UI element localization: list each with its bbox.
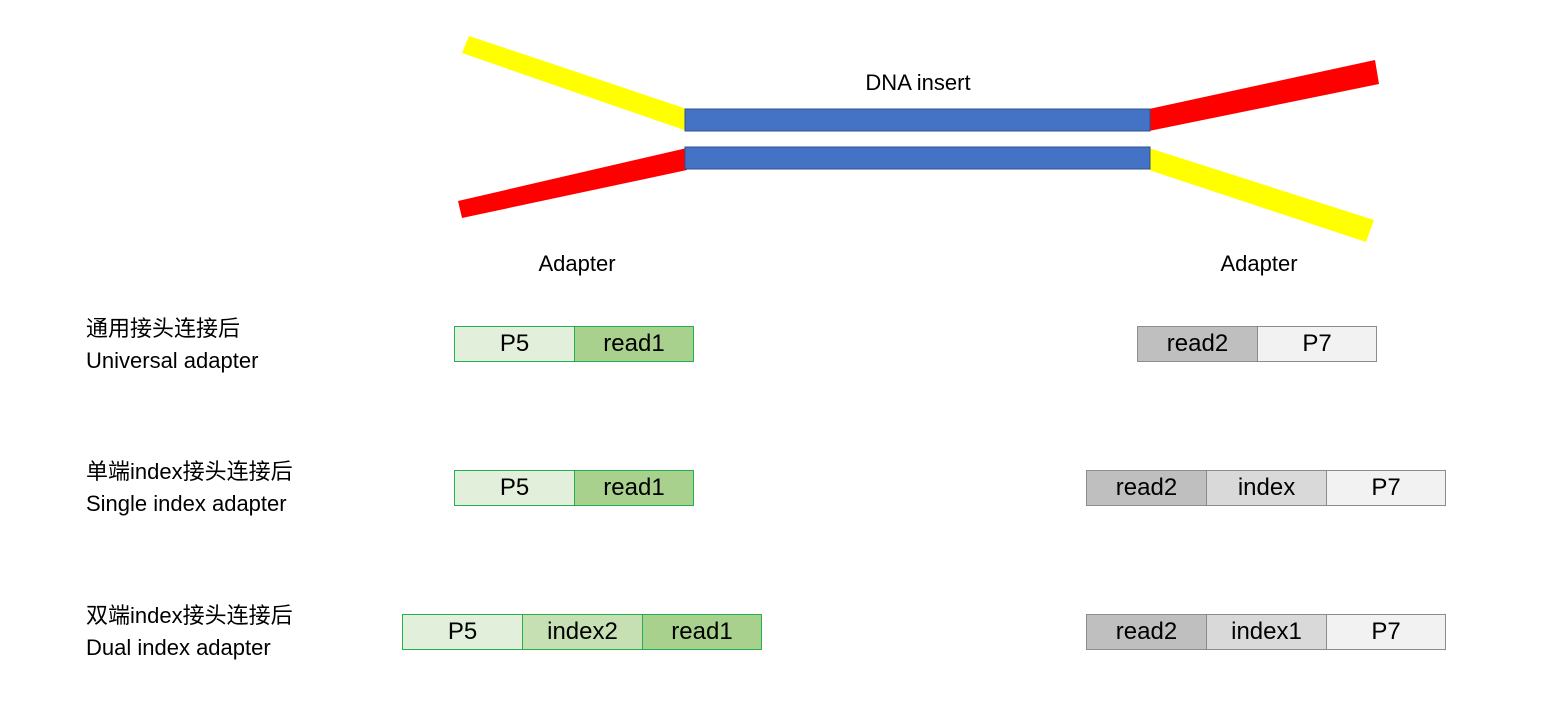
adapter-segment: P7 <box>1326 470 1446 506</box>
dna-insert-top-strand <box>684 108 1151 132</box>
adapter-segment: read2 <box>1137 326 1257 362</box>
adapter-segment: index1 <box>1206 614 1326 650</box>
row-label-en: Single index adapter <box>86 491 287 516</box>
row-label-dual-index: 双端index接头连接后 Dual index adapter <box>86 600 293 664</box>
adapter-segment: read1 <box>574 326 694 362</box>
adapter-segment: index2 <box>522 614 642 650</box>
adapter-segment: index <box>1206 470 1326 506</box>
dna-insert-label: DNA insert <box>865 70 970 95</box>
row-label-cn: 单端index接头连接后 <box>86 459 293 484</box>
adapter-segment: P7 <box>1326 614 1446 650</box>
row-label-cn: 通用接头连接后 <box>86 316 241 341</box>
adapter-segment: read2 <box>1086 614 1206 650</box>
adapter-segment: P5 <box>454 326 574 362</box>
row-label-single-index: 单端index接头连接后 Single index adapter <box>86 456 293 520</box>
adapter-left-label: Adapter <box>538 251 615 276</box>
row-label-universal: 通用接头连接后 Universal adapter <box>86 313 258 377</box>
adapter-right-label: Adapter <box>1220 251 1297 276</box>
row-label-en: Universal adapter <box>86 348 259 373</box>
adapter-segment: read1 <box>642 614 762 650</box>
adapter-segment: P5 <box>454 470 574 506</box>
left-upper-adapter-arm <box>462 36 687 131</box>
left-lower-adapter-arm <box>458 148 687 218</box>
row-label-en: Dual index adapter <box>86 635 271 660</box>
row-label-cn: 双端index接头连接后 <box>86 603 293 628</box>
adapter-segment: read2 <box>1086 470 1206 506</box>
right-lower-adapter-arm <box>1149 148 1374 242</box>
adapter-segment: P5 <box>402 614 522 650</box>
dna-insert-bottom-strand <box>684 146 1151 170</box>
right-upper-adapter-arm <box>1149 60 1379 131</box>
adapter-segment: P7 <box>1257 326 1377 362</box>
adapter-segment: read1 <box>574 470 694 506</box>
